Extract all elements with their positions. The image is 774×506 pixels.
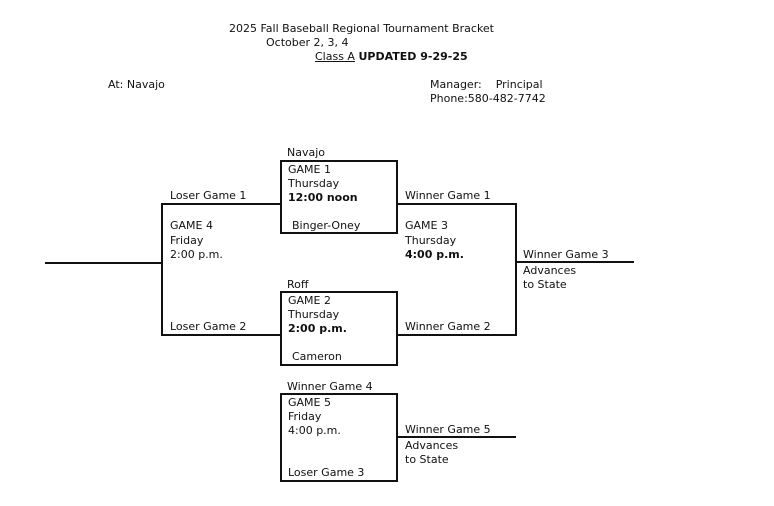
game1-name: GAME 1 (288, 163, 331, 176)
game2-time: 2:00 p.m. (288, 322, 347, 335)
phone-label: Phone:580-482-7742 (430, 92, 546, 105)
class-line: Class A UPDATED 9-29-25 (315, 50, 468, 64)
bracket-line (45, 262, 163, 264)
game4-bottom-slot: Loser Game 2 (170, 320, 247, 333)
game2-day: Thursday (288, 308, 340, 321)
game3-advance-2: to State (523, 278, 567, 291)
game1-time: 12:00 noon (288, 191, 358, 204)
bracket-line (516, 261, 634, 263)
manager-label: Manager: Principal (430, 78, 543, 91)
game2-box: GAME 2 Thursday 2:00 p.m. Cameron (280, 291, 398, 366)
game5-day: Friday (288, 410, 322, 423)
updated-label: UPDATED 9-29-25 (358, 50, 468, 63)
game4-top-slot: Loser Game 1 (170, 189, 247, 202)
game2-top-team: Roff (287, 278, 309, 291)
game5-bottom-team: Loser Game 3 (288, 466, 365, 479)
game2-bottom-team: Cameron (292, 350, 342, 363)
game5-time: 4:00 p.m. (288, 424, 341, 437)
game5-advance-1: Advances (405, 439, 459, 452)
game4-time: 2:00 p.m. (170, 248, 223, 261)
game5-name: GAME 5 (288, 396, 331, 409)
game3-bottom-slot: Winner Game 2 (405, 320, 491, 333)
game3-result: Winner Game 3 (523, 248, 609, 261)
bracket-title: 2025 Fall Baseball Regional Tournament B… (229, 22, 494, 35)
tournament-dates: October 2, 3, 4 (266, 36, 349, 49)
game2-name: GAME 2 (288, 294, 331, 307)
game3-time: 4:00 p.m. (405, 248, 464, 261)
game3-name: GAME 3 (405, 219, 448, 232)
bracket-line (161, 203, 163, 336)
game5-result: Winner Game 5 (405, 423, 491, 436)
bracket-line (515, 203, 517, 336)
game5-top-team: Winner Game 4 (287, 380, 373, 393)
game1-day: Thursday (288, 177, 340, 190)
game3-day: Thursday (405, 234, 457, 247)
bracket-line (396, 203, 517, 205)
game1-box: GAME 1 Thursday 12:00 noon Binger-Oney (280, 160, 398, 234)
bracket-line (162, 203, 281, 205)
game4-day: Friday (170, 234, 204, 247)
site-label: At: Navajo (108, 78, 165, 91)
game3-advance-1: Advances (523, 264, 577, 277)
game5-box: GAME 5 Friday 4:00 p.m. Loser Game 3 (280, 393, 398, 482)
game4-name: GAME 4 (170, 219, 213, 232)
game3-top-slot: Winner Game 1 (405, 189, 491, 202)
bracket-line (396, 334, 517, 336)
bracket-line (162, 334, 281, 336)
class-label: Class A (315, 50, 355, 63)
game1-bottom-team: Binger-Oney (292, 219, 361, 232)
bracket-line (396, 436, 516, 438)
game5-advance-2: to State (405, 453, 449, 466)
game1-top-team: Navajo (287, 146, 326, 159)
